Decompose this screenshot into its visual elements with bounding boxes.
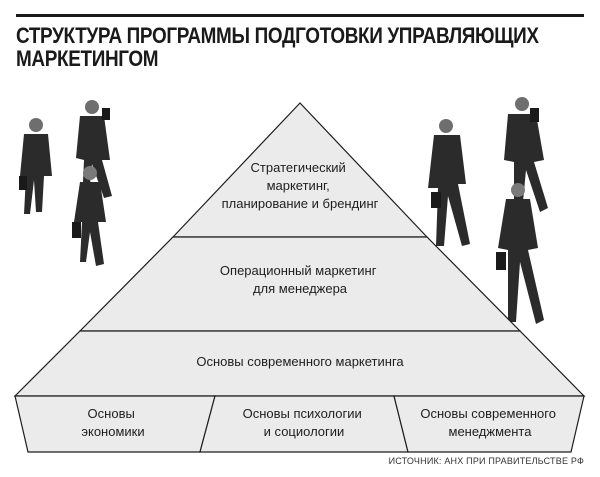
foundation-block-management (393, 395, 585, 453)
level-operational-line-1: Операционный маркетинг (220, 263, 377, 278)
foundation-psychology-line-1: Основы психологии (243, 406, 362, 421)
source-note: ИСТОЧНИК: АНХ ПРИ ПРАВИТЕЛЬСТВЕ РФ (388, 456, 584, 466)
level-strategic-line-2: маркетинг, (267, 178, 330, 193)
level-operational-label: Операционный маркетинг для менеджера (220, 263, 380, 296)
foundation-psychology-label: Основы психологии и социологии (243, 406, 366, 439)
foundation-economics-label: Основы экономики (81, 406, 144, 439)
foundation-management-line-2: менеджмента (449, 424, 533, 439)
title-line-1: СТРУКТУРА ПРОГРАММЫ ПОДГОТОВКИ УПРАВЛЯЮЩ… (16, 23, 539, 48)
foundation-management-line-1: Основы современного (420, 406, 556, 421)
level-basics-label: Основы современного маркетинга (196, 354, 404, 369)
foundation-economics-line-1: Основы (88, 406, 135, 421)
level-strategic-label: Стратегический маркетинг, планирование и… (222, 160, 379, 211)
foundation-blocks (14, 395, 585, 453)
title-line-2: МАРКЕТИНГОМ (16, 46, 159, 71)
top-rule (16, 14, 584, 17)
page-title: СТРУКТУРА ПРОГРАММЫ ПОДГОТОВКИ УПРАВЛЯЮЩ… (16, 23, 539, 71)
level-strategic-line-3: планирование и брендинг (222, 196, 379, 211)
pyramid (13, 102, 586, 397)
business-people-photo-right (428, 97, 548, 324)
level-operational-line-2: для менеджера (253, 281, 348, 296)
foundation-management-label: Основы современного менеджмента (420, 406, 559, 439)
business-people-photo-left (19, 100, 112, 266)
level-basics-line-1: Основы современного маркетинга (196, 354, 404, 369)
foundation-psychology-line-2: и социологии (264, 424, 345, 439)
level-strategic-line-1: Стратегический (251, 160, 346, 175)
foundation-economics-line-2: экономики (81, 424, 144, 439)
